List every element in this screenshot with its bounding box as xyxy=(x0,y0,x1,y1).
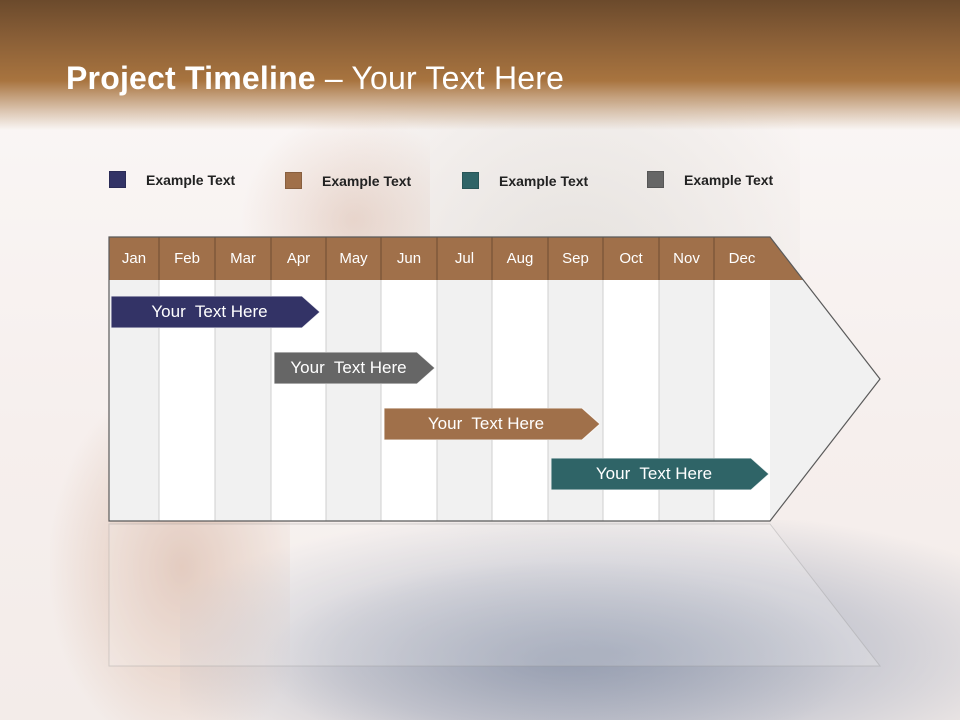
task-bar-shape xyxy=(551,458,769,490)
header-band xyxy=(0,0,960,130)
month-column xyxy=(492,280,548,521)
month-label-apr: Apr xyxy=(286,250,311,267)
legend-label: Example Text xyxy=(499,172,589,189)
slide-title[interactable]: Project Timeline – Your Text Here xyxy=(66,60,564,97)
background-jeans-dark-shade xyxy=(260,560,860,720)
timeline-reflection xyxy=(108,523,882,667)
legend-swatch xyxy=(462,172,479,189)
task-bar-label: Your Text Here xyxy=(427,414,545,433)
legend-item: Example Text xyxy=(462,172,588,189)
legend-item: Example Text xyxy=(647,171,773,188)
title-rest-part: – Your Text Here xyxy=(315,60,565,96)
task-bar-shape xyxy=(111,296,320,328)
month-column xyxy=(381,280,437,521)
month-label-nov: Nov xyxy=(673,250,700,267)
task-bar-shape xyxy=(274,352,435,384)
month-label-jan: Jan xyxy=(121,250,147,267)
task-bar-shape xyxy=(384,408,600,440)
task-bar-label: Your Text Here xyxy=(290,358,407,377)
month-label-may: May xyxy=(339,250,368,267)
title-bold-part: Project Timeline xyxy=(66,60,316,96)
legend-item: Example Text xyxy=(285,172,411,189)
month-label-aug: Aug xyxy=(506,250,534,267)
month-label-mar: Mar xyxy=(230,250,256,267)
month-column xyxy=(437,280,492,521)
month-label-dec: Dec xyxy=(728,250,756,267)
timeline-arrow-outline xyxy=(108,236,881,522)
task-bar[interactable]: Your Text Here xyxy=(384,408,600,440)
task-bar-label: Your Text Here xyxy=(151,302,268,321)
month-label-jul: Jul xyxy=(454,250,475,267)
month-label-sep: Sep xyxy=(562,250,589,267)
month-header-band xyxy=(109,237,804,280)
task-bar[interactable]: Your Text Here xyxy=(551,458,769,490)
month-label-feb: Feb xyxy=(174,250,200,267)
legend-swatch xyxy=(285,172,302,189)
task-bar[interactable]: Your Text Here xyxy=(111,296,320,328)
legend-label: Example Text xyxy=(684,171,774,188)
month-label-oct: Oct xyxy=(619,250,643,267)
legend-swatch xyxy=(647,171,664,188)
month-label-jun: Jun xyxy=(396,250,422,267)
month-column xyxy=(326,280,381,521)
legend-label: Example Text xyxy=(322,172,412,189)
legend-swatch xyxy=(109,171,126,188)
legend-label: Example Text xyxy=(146,171,236,188)
legend-item: Example Text xyxy=(109,171,235,188)
task-bar-label: Your Text Here xyxy=(595,464,713,483)
task-bar[interactable]: Your Text Here xyxy=(274,352,435,384)
